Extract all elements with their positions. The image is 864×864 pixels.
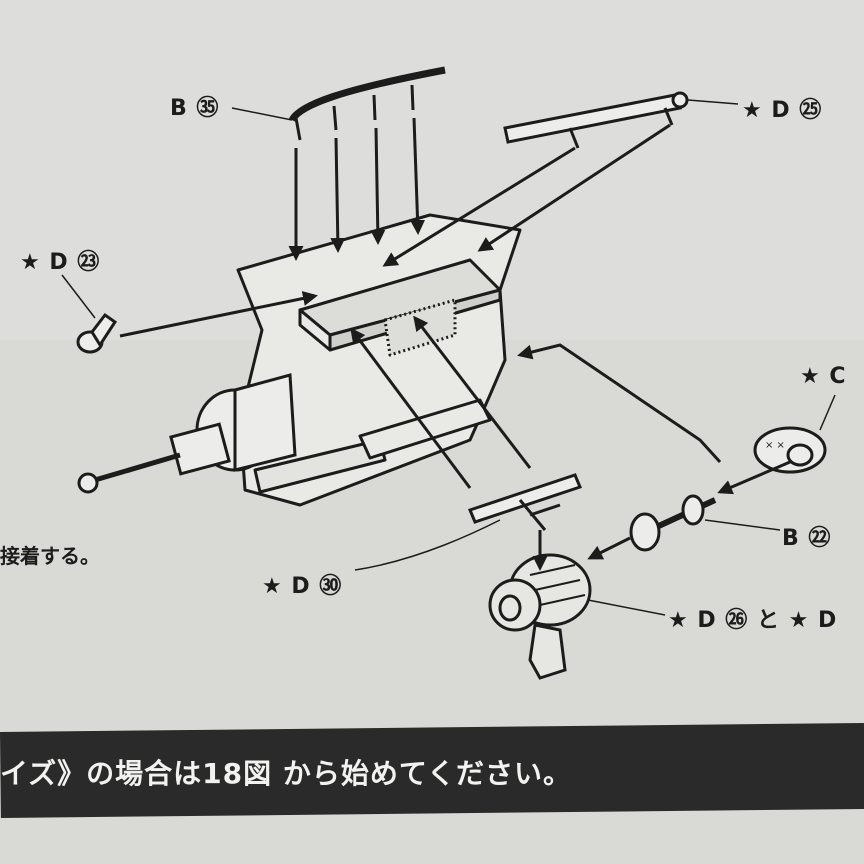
part-b22 <box>629 494 717 552</box>
part-d26 <box>488 553 592 680</box>
part-c: × × <box>753 426 827 474</box>
label-b22: B ㉒ <box>782 526 832 551</box>
part-d25 <box>503 91 689 149</box>
part-d30 <box>467 473 583 531</box>
leader-lines <box>61 99 836 616</box>
label-c: ★ C <box>800 364 847 389</box>
instruction-fragment: 接着する。 <box>0 544 100 568</box>
label-d25: ★ D ㉕ <box>742 98 823 123</box>
label-d30: ★ D ㉚ <box>262 574 343 599</box>
label-b35: B ㉟ <box>170 96 220 121</box>
part-d23 <box>76 312 118 354</box>
assembly-arrows <box>119 117 791 571</box>
output-shaft <box>77 373 297 494</box>
svg-text:× ×: × × <box>765 440 785 451</box>
label-d23: ★ D ㉓ <box>20 250 101 275</box>
label-d26: ★ D ㉖ と ★ D <box>668 608 838 633</box>
part-b35 <box>288 66 446 141</box>
instruction-banner-text: イズ》の場合は18図 から始めてください。 <box>0 757 573 790</box>
